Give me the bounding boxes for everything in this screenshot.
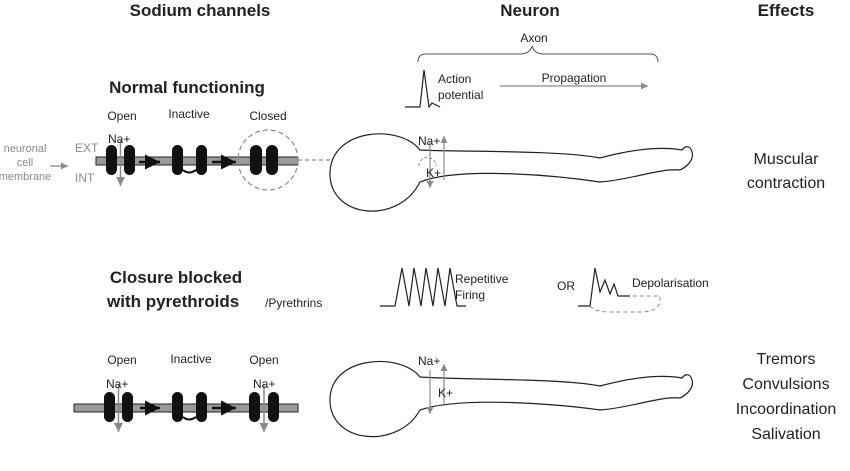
neuron-normal (329, 133, 693, 212)
or-label: OR (557, 279, 575, 293)
channel-open (104, 384, 133, 432)
membrane-label-line1: neuronal (4, 143, 47, 155)
blocked-title-suffix: /Pyrethrins (265, 296, 322, 310)
k-ion-label: K+ (426, 166, 441, 180)
neuron-blocked (329, 360, 693, 438)
header-effects: Effects (758, 1, 815, 20)
na-ion-label: Na+ (418, 134, 440, 148)
na-ion-label: Na+ (106, 377, 128, 391)
repetitive-firing-label-line1: Repetitive (455, 272, 509, 286)
int-label: INT (75, 171, 95, 185)
effect-line: Convulsions (742, 376, 829, 393)
action-potential-label-line2: potential (438, 88, 483, 102)
blocked-title-line1: Closure blocked (110, 268, 242, 287)
state-label-open: Open (107, 353, 136, 367)
axon-brace (417, 45, 659, 63)
action-potential-label-line1: Action (438, 72, 471, 86)
na-ion-label: Na+ (253, 377, 275, 391)
normal-title: Normal functioning (109, 78, 265, 97)
state-label-inactive: Inactive (170, 352, 212, 366)
na-ion-label: Na+ (418, 354, 440, 368)
na-ion-label: Na+ (108, 132, 130, 146)
ion-exchange-arc (418, 157, 437, 167)
action-potential-spike (405, 69, 441, 109)
channel-inactive (172, 392, 207, 422)
ext-label: EXT (75, 141, 99, 155)
repetitive-firing-label-line2: Firing (455, 288, 485, 302)
state-label-closed: Closed (249, 109, 286, 123)
channel-open (106, 140, 135, 186)
effect-line: contraction (747, 175, 825, 192)
state-label-open-blocked: Open (249, 353, 278, 367)
effect-line: Tremors (757, 351, 816, 368)
membrane-strip (73, 403, 299, 413)
membrane-label-line3: membrane (0, 171, 51, 183)
k-ion-label: K+ (438, 386, 453, 400)
propagation-label: Propagation (542, 71, 607, 85)
effect-line: Salivation (751, 426, 820, 443)
channel-open-blocked (249, 384, 279, 432)
depolarisation-bracket (589, 295, 661, 313)
axon-label: Axon (520, 31, 547, 45)
effect-line: Muscular (754, 151, 820, 168)
depolarisation-trace (578, 267, 630, 307)
header-neuron: Neuron (500, 1, 560, 20)
channel-closed (250, 145, 278, 175)
header-sodium-channels: Sodium channels (130, 1, 271, 20)
repetitive-firing-trace (380, 267, 466, 307)
blocked-title-line2: with pyrethroids (106, 292, 239, 311)
effect-line: Incoordination (736, 401, 837, 418)
state-label-inactive: Inactive (168, 107, 210, 121)
depolarisation-label: Depolarisation (632, 276, 709, 290)
channel-inactive (172, 145, 207, 175)
state-label-open: Open (107, 109, 136, 123)
membrane-label-line2: cell (17, 157, 34, 169)
